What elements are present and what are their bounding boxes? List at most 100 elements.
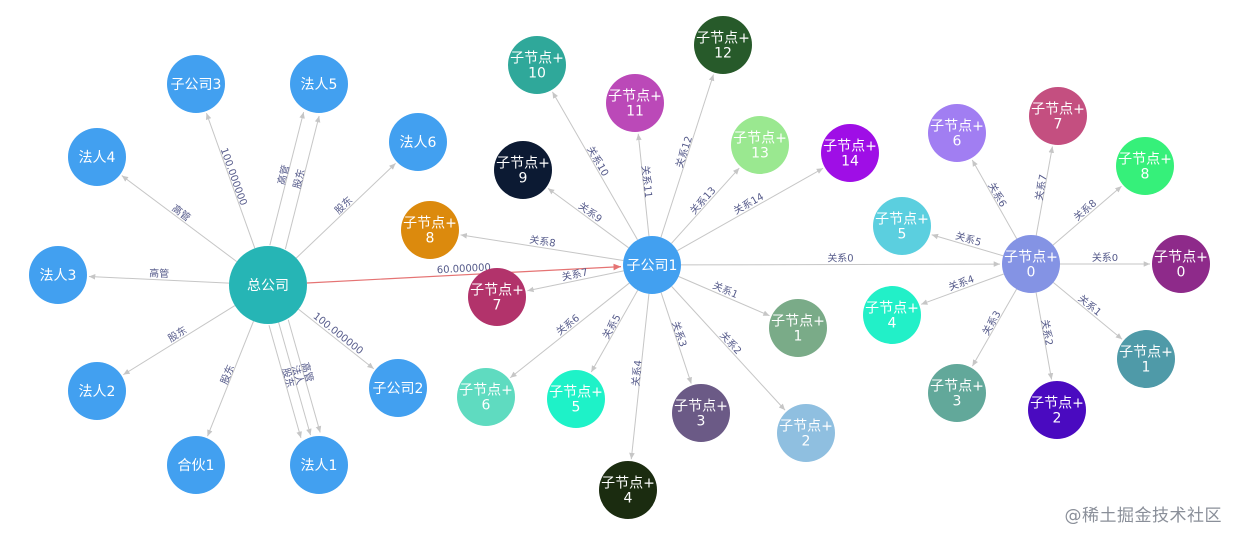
edge-label: 关系10 <box>584 144 612 179</box>
edge-hq-sub1 <box>306 263 622 284</box>
node-circle[interactable] <box>457 368 515 426</box>
node-circle[interactable] <box>547 370 605 428</box>
node-label: 子节点+ <box>1031 102 1085 118</box>
edge-sub1-a1 <box>678 276 770 317</box>
edge-label: 关系4 <box>947 272 976 293</box>
edge-sub1-a10 <box>552 91 638 241</box>
node-hq[interactable]: 总公司 <box>229 246 307 324</box>
node-circle[interactable] <box>623 236 681 294</box>
node-circle[interactable] <box>694 16 752 74</box>
node-circle[interactable] <box>167 436 225 494</box>
node-b4[interactable]: 子节点+4 <box>863 286 921 344</box>
node-a5[interactable]: 子节点+5 <box>547 370 605 428</box>
node-circle[interactable] <box>928 104 986 162</box>
node-lp4[interactable]: 法人4 <box>68 128 126 186</box>
node-b7[interactable]: 子节点+7 <box>1029 87 1087 145</box>
edge-sub1-a5 <box>590 289 639 373</box>
node-a4[interactable]: 子节点+4 <box>599 461 657 519</box>
node-circle[interactable] <box>1002 235 1060 293</box>
node-label: 1 <box>794 329 803 345</box>
node-circle[interactable] <box>29 246 87 304</box>
node-lp3[interactable]: 法人3 <box>29 246 87 304</box>
node-lp5[interactable]: 法人5 <box>290 55 348 113</box>
node-circle[interactable] <box>1152 235 1210 293</box>
node-circle[interactable] <box>599 461 657 519</box>
node-circle[interactable] <box>494 141 552 199</box>
node-b0[interactable]: 子节点+0 <box>1152 235 1210 293</box>
node-label: 法人3 <box>40 268 77 284</box>
node-sub2[interactable]: 子公司2 <box>369 359 427 417</box>
node-lp6[interactable]: 法人6 <box>389 113 447 171</box>
node-a12[interactable]: 子节点+12 <box>694 16 752 74</box>
node-circle[interactable] <box>1029 87 1087 145</box>
node-circle[interactable] <box>68 128 126 186</box>
node-circle[interactable] <box>1028 381 1086 439</box>
node-label: 子公司2 <box>373 381 424 397</box>
node-circle[interactable] <box>290 55 348 113</box>
node-b0c[interactable]: 子节点+0 <box>1002 235 1060 293</box>
node-b3[interactable]: 子节点+3 <box>928 364 986 422</box>
edge-hq-lp5 <box>269 111 305 246</box>
node-lp1[interactable]: 法人1 <box>290 436 348 494</box>
node-label: 7 <box>1054 117 1063 133</box>
node-circle[interactable] <box>606 74 664 132</box>
node-b6[interactable]: 子节点+6 <box>928 104 986 162</box>
node-label: 子节点+ <box>865 301 919 317</box>
node-circle[interactable] <box>68 362 126 420</box>
edge-label: 关系6 <box>553 311 582 338</box>
node-a8[interactable]: 子节点+8 <box>401 201 459 259</box>
node-a7[interactable]: 子节点+7 <box>468 268 526 326</box>
node-circle[interactable] <box>672 384 730 442</box>
node-circle[interactable] <box>1116 137 1174 195</box>
node-sub1[interactable]: 子公司1 <box>623 236 681 294</box>
edge-label: 关系8 <box>1071 196 1099 223</box>
node-circle[interactable] <box>290 436 348 494</box>
edge-label: 关系6 <box>985 180 1009 209</box>
node-circle[interactable] <box>873 197 931 255</box>
node-circle[interactable] <box>468 268 526 326</box>
node-circle[interactable] <box>777 404 835 462</box>
edge-label: 关系7 <box>1032 173 1050 201</box>
node-a1[interactable]: 子节点+1 <box>769 299 827 357</box>
node-circle[interactable] <box>1117 330 1175 388</box>
node-circle[interactable] <box>928 364 986 422</box>
node-b8[interactable]: 子节点+8 <box>1116 137 1174 195</box>
node-circle[interactable] <box>167 55 225 113</box>
node-a6[interactable]: 子节点+6 <box>457 368 515 426</box>
node-circle[interactable] <box>389 113 447 171</box>
edge-hq-lp1 <box>278 322 312 436</box>
node-a2[interactable]: 子节点+2 <box>777 404 835 462</box>
node-circle[interactable] <box>731 116 789 174</box>
node-b1[interactable]: 子节点+1 <box>1117 330 1175 388</box>
node-label: 子节点+ <box>1118 152 1172 168</box>
node-circle[interactable] <box>821 124 879 182</box>
node-circle[interactable] <box>369 359 427 417</box>
node-a3[interactable]: 子节点+3 <box>672 384 730 442</box>
node-sub3[interactable]: 子公司3 <box>167 55 225 113</box>
node-label: 9 <box>519 171 528 187</box>
node-a9[interactable]: 子节点+9 <box>494 141 552 199</box>
node-label: 0 <box>1027 265 1036 281</box>
node-circle[interactable] <box>508 36 566 94</box>
node-a10[interactable]: 子节点+10 <box>508 36 566 94</box>
node-circle[interactable] <box>863 286 921 344</box>
node-circle[interactable] <box>229 246 307 324</box>
node-circle[interactable] <box>769 299 827 357</box>
node-circle[interactable] <box>401 201 459 259</box>
edge-label: 关系1 <box>711 279 740 301</box>
node-b2[interactable]: 子节点+2 <box>1028 381 1086 439</box>
edge-label: 高管 <box>169 202 193 224</box>
node-label: 子节点+ <box>470 283 524 299</box>
edge-b0c-b5 <box>931 233 1004 257</box>
node-label: 子节点+ <box>459 383 513 399</box>
node-label: 子节点+ <box>875 212 929 228</box>
node-a13[interactable]: 子节点+13 <box>731 116 789 174</box>
nodes-layer: 总公司 子公司3 法人5 法人6 法人4 法人3 法人2 合伙1 法人1 子公司2 子公司1 子节点+… <box>29 16 1210 519</box>
node-a14[interactable]: 子节点+14 <box>821 124 879 182</box>
node-b5[interactable]: 子节点+5 <box>873 197 931 255</box>
node-a11[interactable]: 子节点+11 <box>606 74 664 132</box>
edge-label: 高管 <box>149 266 170 280</box>
node-lp2[interactable]: 法人2 <box>68 362 126 420</box>
edge-sub1-a3 <box>660 292 692 384</box>
node-hh1[interactable]: 合伙1 <box>167 436 225 494</box>
